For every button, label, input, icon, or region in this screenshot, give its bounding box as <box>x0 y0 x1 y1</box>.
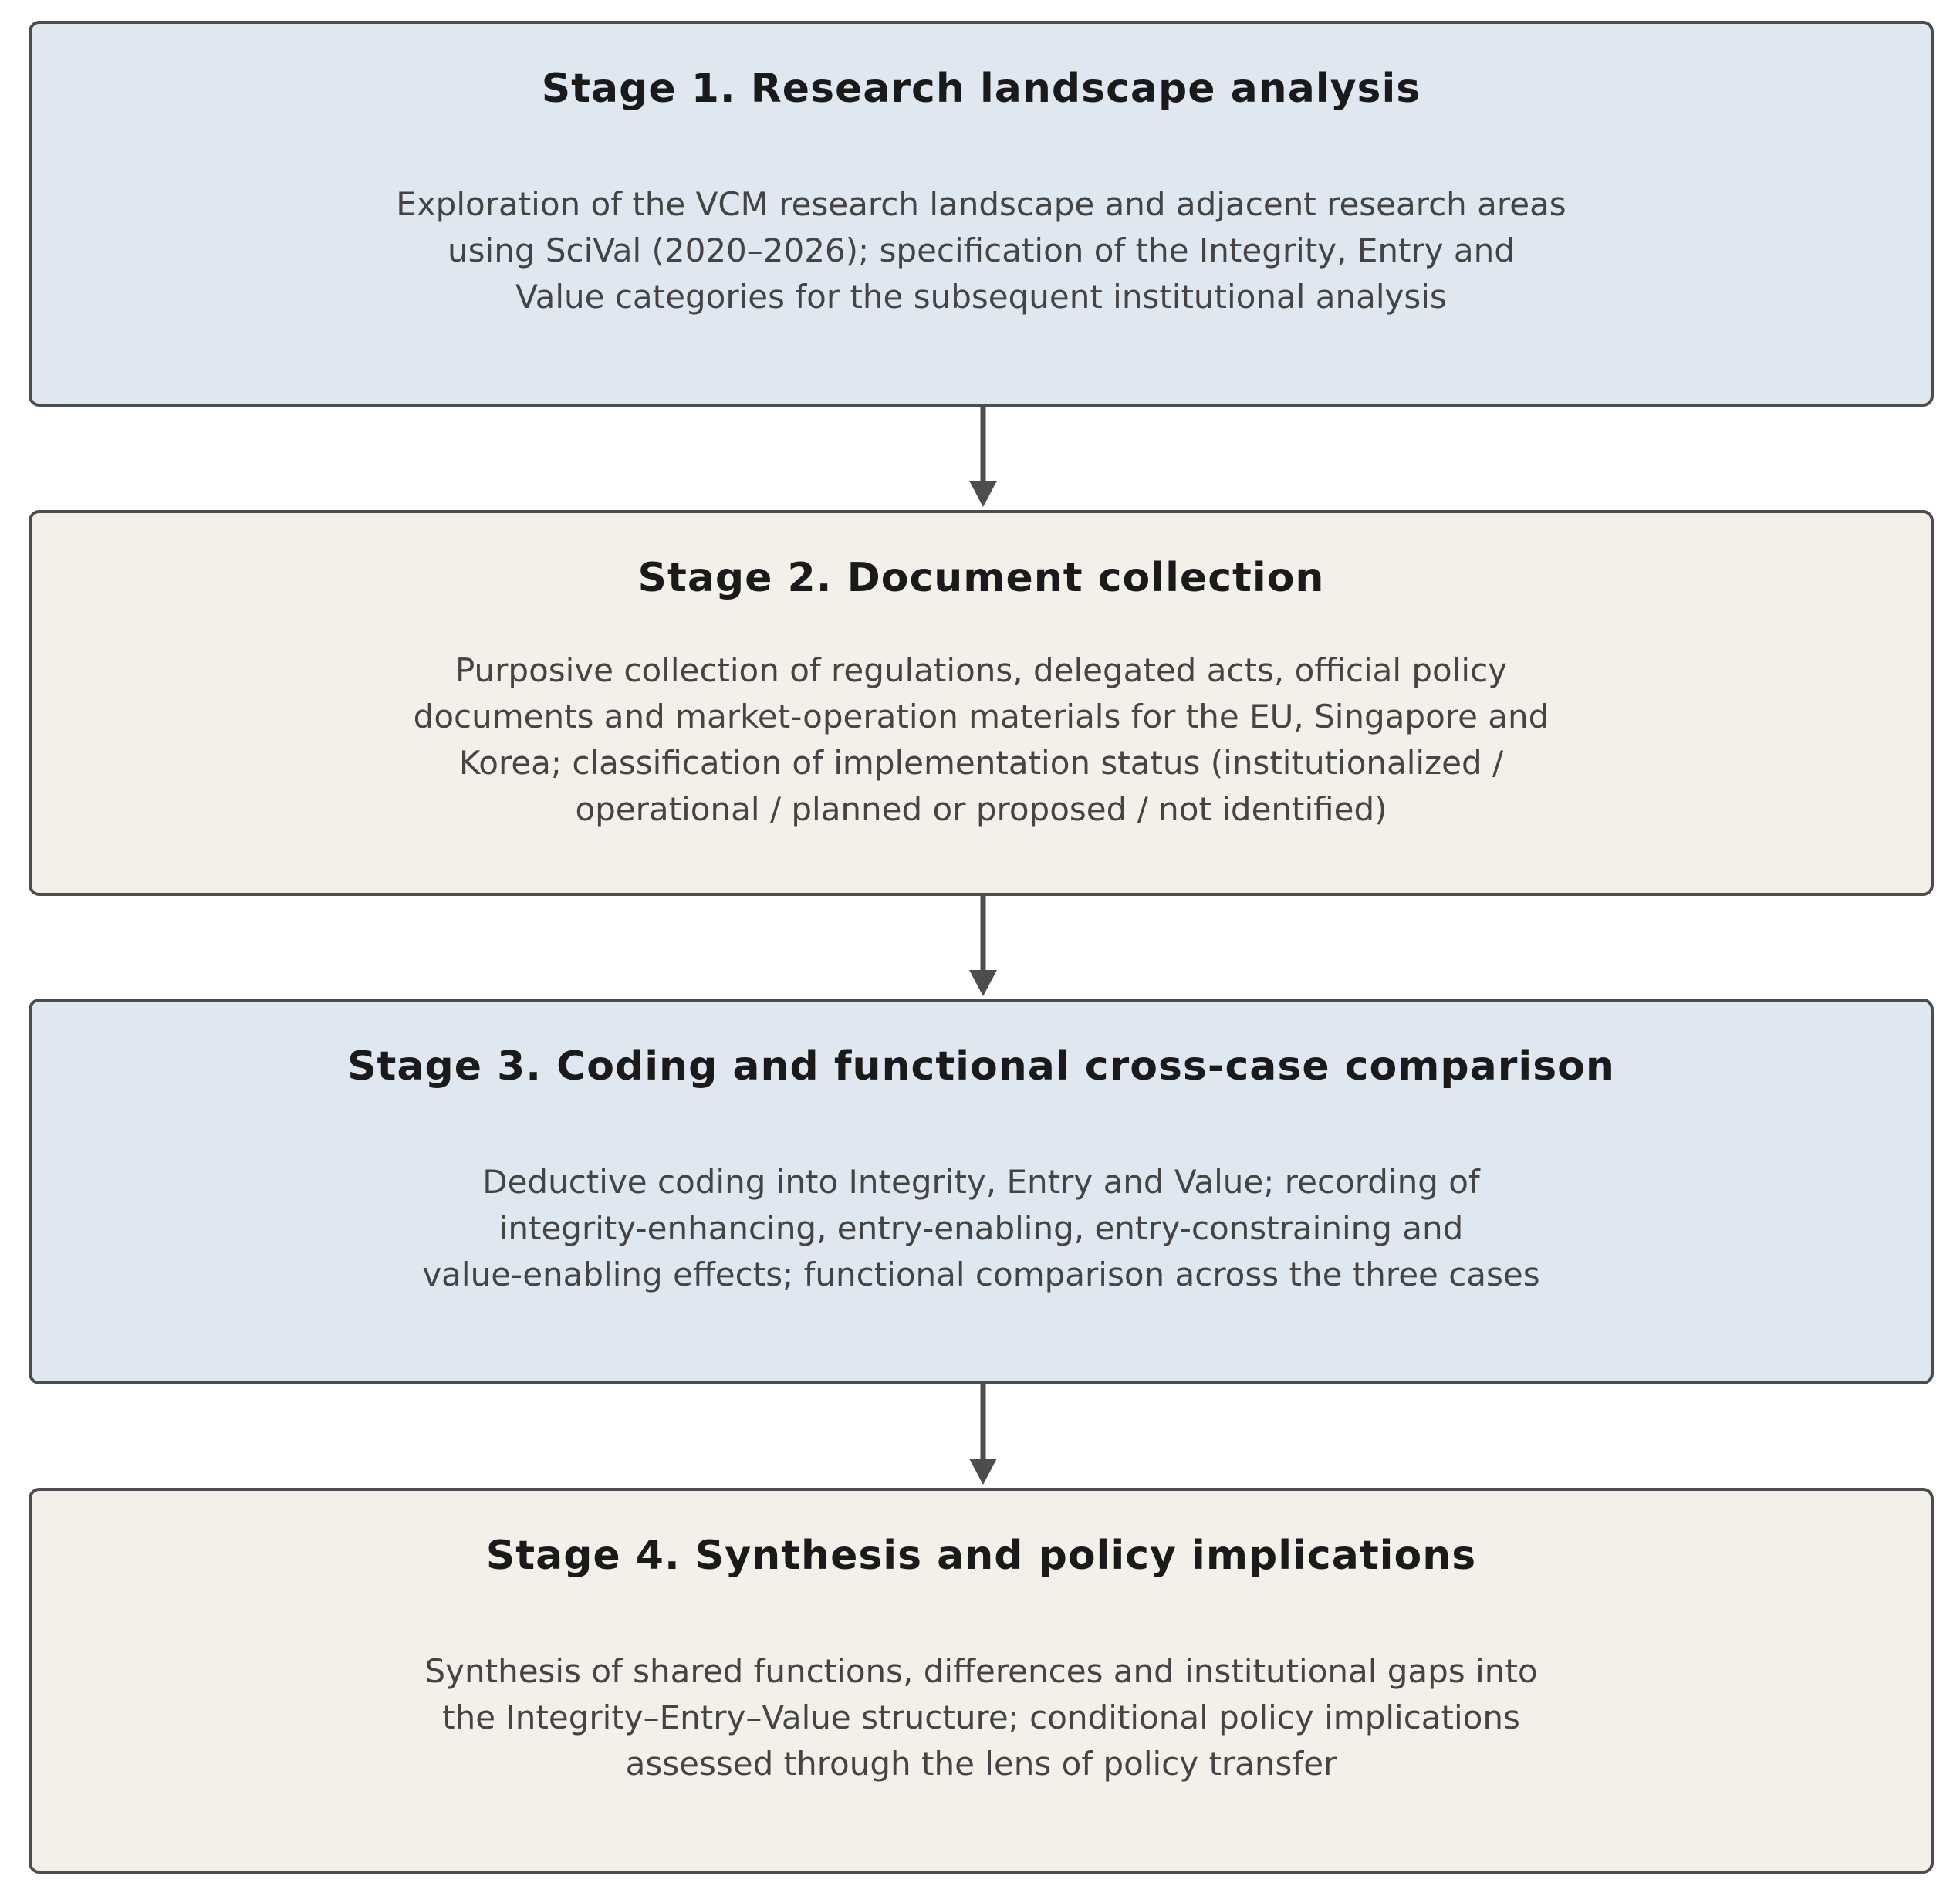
down-arrow-icon <box>969 407 997 507</box>
stage-1-line: Exploration of the VCM research landscap… <box>396 185 1566 223</box>
stage-1-line: Value categories for the subsequent inst… <box>515 278 1447 316</box>
stage-1-line: using SciVal (2020–2026); specification … <box>448 232 1515 269</box>
stage-1-title: Stage 1. Research landscape analysis <box>541 66 1421 112</box>
stage-4-title: Stage 4. Synthesis and policy implicatio… <box>485 1533 1477 1579</box>
down-arrow-icon <box>969 896 997 996</box>
stage-1-description: Exploration of the VCM research landscap… <box>396 113 1566 404</box>
stage-2-box: Stage 2. Document collection Purposive c… <box>29 510 1934 896</box>
stage-3-title: Stage 3. Coding and functional cross-cas… <box>347 1043 1615 1090</box>
stage-4-line: the Integrity–Entry–Value structure; con… <box>442 1699 1520 1736</box>
stage-2-description: Purposive collection of regulations, del… <box>414 603 1549 893</box>
stage-4-description: Synthesis of shared functions, differenc… <box>424 1580 1537 1871</box>
stage-1-box: Stage 1. Research landscape analysis Exp… <box>29 21 1934 407</box>
down-arrow-icon <box>969 1384 997 1485</box>
stage-3-line: integrity-enhancing, entry-enabling, ent… <box>498 1209 1464 1247</box>
stage-3-box: Stage 3. Coding and functional cross-cas… <box>29 999 1934 1384</box>
stage-2-title: Stage 2. Document collection <box>637 555 1325 601</box>
stage-2-line: operational / planned or proposed / not … <box>575 790 1387 828</box>
stage-4-line: assessed through the lens of policy tran… <box>625 1745 1337 1783</box>
stage-4-box: Stage 4. Synthesis and policy implicatio… <box>29 1488 1934 1874</box>
stage-3-description: Deductive coding into Integrity, Entry a… <box>422 1091 1539 1381</box>
stage-2-line: documents and market-operation materials… <box>413 698 1549 735</box>
stage-4-line: Synthesis of shared functions, differenc… <box>424 1652 1538 1690</box>
stage-3-line: Deductive coding into Integrity, Entry a… <box>482 1163 1480 1201</box>
stage-2-line: Purposive collection of regulations, del… <box>455 651 1508 689</box>
stage-2-line: Korea; classification of implementation … <box>458 744 1504 782</box>
stage-3-line: value-enabling effects; functional compa… <box>422 1256 1540 1293</box>
